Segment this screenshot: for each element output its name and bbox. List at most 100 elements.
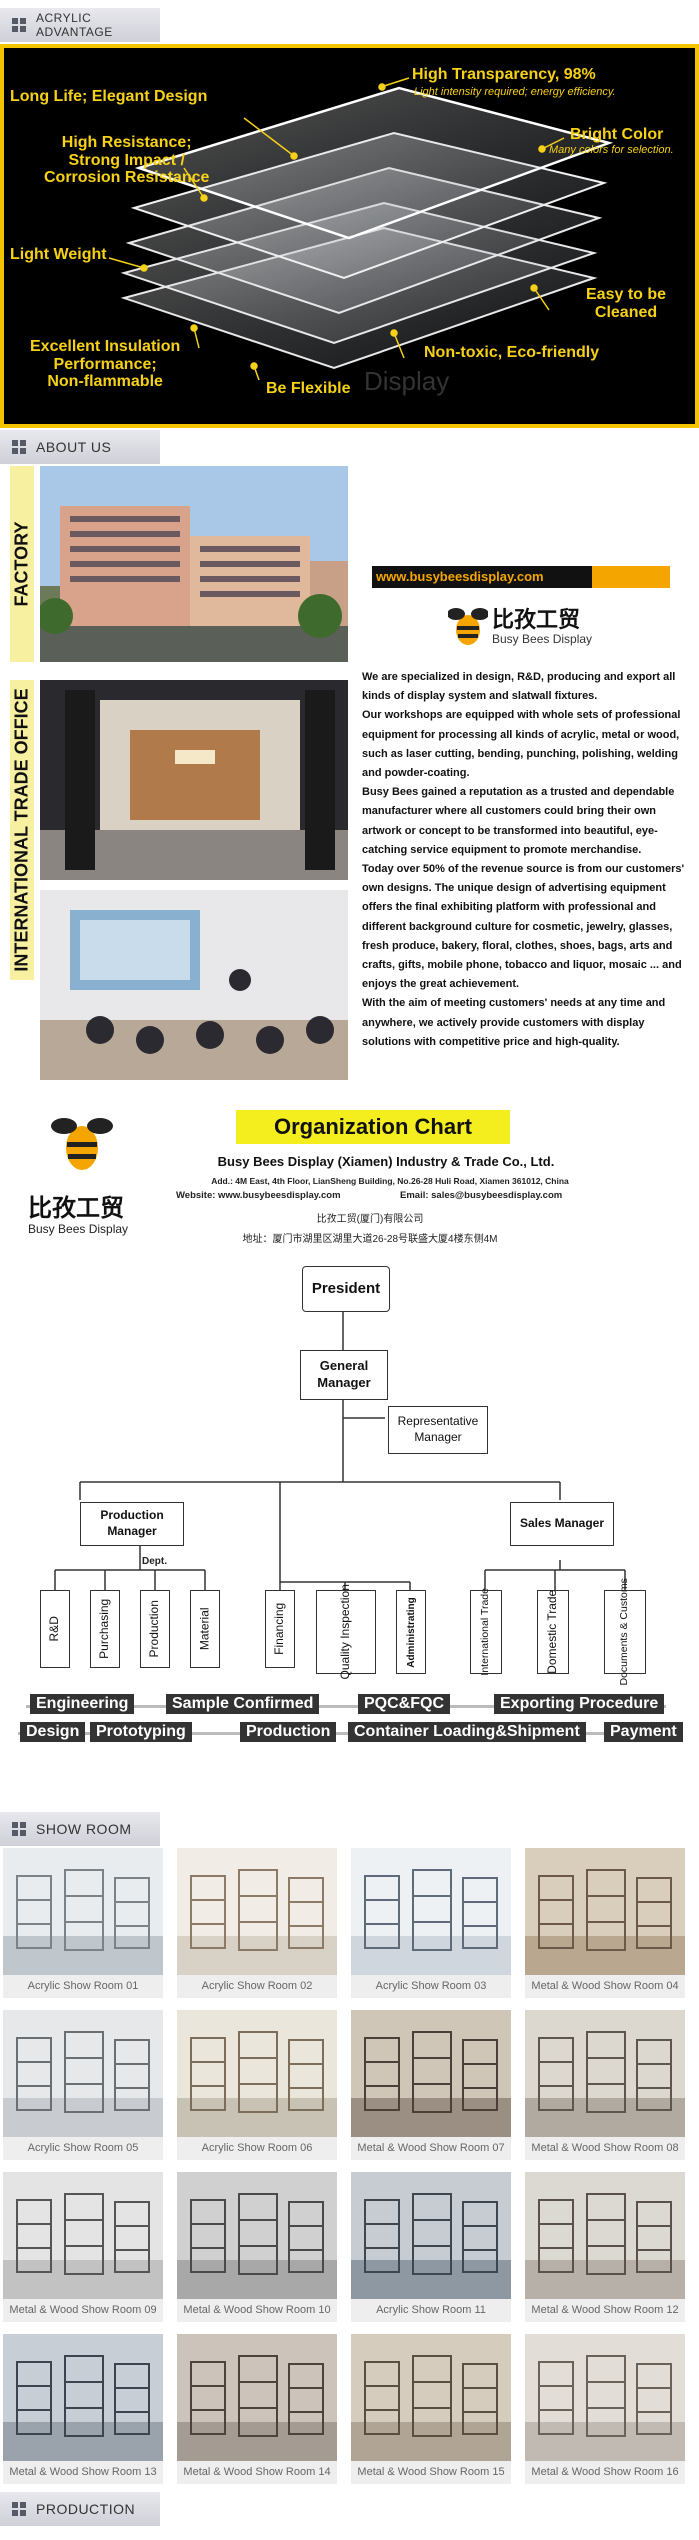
showroom-tile: Metal & Wood Show Room 16	[525, 2334, 685, 2484]
process-pqc-fqc: PQC&FQC	[358, 1694, 450, 1714]
about-paragraph: Today over 50% of the revenue source is …	[362, 863, 685, 991]
acrylic-advantage-banner: High Transparency, 98% Light intensity r…	[0, 44, 699, 428]
showroom-caption: Metal & Wood Show Room 10	[177, 2299, 337, 2322]
showroom-image	[525, 1848, 685, 1975]
office-tag-label: INTERNATIONAL TRADE OFFICE	[11, 688, 32, 972]
showroom-photo	[351, 2172, 511, 2299]
showroom-image	[525, 2172, 685, 2299]
showroom-image	[177, 2334, 337, 2461]
process-container-loading: Container Loading&Shipment	[348, 1722, 586, 1742]
label-line: Excellent Insulation	[30, 338, 181, 355]
label-easy-cleaned: Easy to be Cleaned	[586, 286, 666, 321]
showroom-photo	[351, 2334, 511, 2461]
showroom-photo	[525, 2010, 685, 2137]
acrylic-sheets-illustration	[108, 77, 614, 381]
bee-logo-icon	[448, 608, 488, 645]
grid-icon	[12, 18, 26, 32]
showroom-image	[177, 2010, 337, 2137]
office-meeting-image	[40, 890, 348, 1080]
label-line: Performance;	[53, 355, 157, 373]
showroom-caption: Metal & Wood Show Room 15	[351, 2461, 511, 2484]
section-title: PRODUCTION	[36, 2501, 136, 2517]
showroom-image	[351, 2172, 511, 2299]
showroom-tile: Metal & Wood Show Room 09	[3, 2172, 163, 2322]
dept-label: Production	[147, 1600, 162, 1658]
showroom-image	[525, 2334, 685, 2461]
org-address-cn: 地址：厦门市湖里区湖里大道26-28号联盛大厦4楼东侧4M	[242, 1234, 498, 1245]
showroom-tile: Acrylic Show Room 03	[351, 1848, 511, 1998]
label-line: Easy to be	[586, 286, 667, 303]
label-line: High Resistance;	[61, 134, 192, 151]
dept-label: Quality Inspection	[338, 1584, 353, 1680]
about-logo: 比孜工贸 Busy Bees Display	[448, 600, 598, 656]
grid-icon	[12, 2502, 26, 2516]
factory-tag: FACTORY	[10, 466, 34, 662]
showroom-caption: Acrylic Show Room 03	[351, 1975, 511, 1998]
showroom-tile: Metal & Wood Show Room 14	[177, 2334, 337, 2484]
label-high-resistance: High Resistance; Strong Impact / Corrosi…	[44, 134, 209, 187]
callout-lines	[108, 77, 565, 381]
showroom-image	[3, 2334, 163, 2461]
showroom-tile: Metal & Wood Show Room 12	[525, 2172, 685, 2322]
about-paragraph: Busy Bees gained a reputation as a trust…	[362, 786, 675, 856]
process-exporting-procedure: Exporting Procedure	[494, 1694, 665, 1714]
showroom-photo	[351, 2010, 511, 2137]
org-president: President	[302, 1266, 390, 1312]
office-lobby-photo	[40, 680, 348, 880]
org-general-manager: General Manager	[300, 1350, 388, 1400]
process-design: Design	[20, 1722, 86, 1742]
section-title: ABOUT US	[36, 439, 112, 455]
showroom-image	[3, 2010, 163, 2137]
org-logo: 比孜工贸 Busy Bees Display	[28, 1114, 138, 1244]
showroom-tile: Acrylic Show Room 02	[177, 1848, 337, 1998]
dept-financing: Financing	[265, 1590, 295, 1668]
showroom-photo	[177, 2172, 337, 2299]
org-company-name: Busy Bees Display (Xiamen) Industry & Tr…	[217, 1154, 555, 1169]
showroom-tile: Acrylic Show Room 06	[177, 2010, 337, 2160]
showroom-image	[525, 2010, 685, 2137]
showroom-photo	[351, 1848, 511, 1975]
process-production: Production	[240, 1722, 337, 1742]
showroom-caption: Acrylic Show Room 01	[3, 1975, 163, 1998]
org-logo-cn: 比孜工贸	[28, 1195, 124, 1222]
section-header-acrylic-advantage: ACRYLIC ADVANTAGE	[0, 8, 160, 42]
showroom-image	[177, 2172, 337, 2299]
process-sample-confirmed: Sample Confirmed	[166, 1694, 320, 1714]
showroom-tile: Metal & Wood Show Room 07	[351, 2010, 511, 2160]
showroom-caption: Acrylic Show Room 11	[351, 2299, 511, 2322]
dept-rnd: R&D	[40, 1590, 70, 1668]
showroom-image	[3, 2172, 163, 2299]
about-description: We are specialized in design, R&D, produ…	[362, 668, 696, 1052]
about-paragraph: Our workshops are equipped with whole se…	[362, 709, 681, 780]
showroom-image	[351, 1848, 511, 1975]
dept-production: Production	[140, 1590, 170, 1668]
dept-label: Material	[197, 1607, 212, 1651]
showroom-image	[177, 1848, 337, 1975]
dept-domestic-trade: Domestic Trade	[537, 1590, 569, 1674]
showroom-photo	[3, 2334, 163, 2461]
label-line: Cleaned	[594, 303, 658, 321]
process-engineering: Engineering	[30, 1694, 135, 1714]
label-light-weight: Light Weight	[10, 246, 107, 263]
watermark-text: Display	[364, 366, 450, 396]
org-representative-manager: Representative Manager	[388, 1406, 488, 1454]
label-bright-color-sub: Many colors for selection.	[549, 144, 674, 156]
showroom-caption: Metal & Wood Show Room 13	[3, 2461, 163, 2484]
label-bright-color: Bright Color	[570, 126, 664, 143]
showroom-caption: Metal & Wood Show Room 08	[525, 2137, 685, 2160]
website-bar-text: www.busybeesdisplay.com	[372, 566, 592, 588]
org-logo-en: Busy Bees Display	[28, 1222, 129, 1236]
label-be-flexible: Be Flexible	[266, 380, 351, 397]
label-high-transparency-sub: Light intensity required; energy efficie…	[414, 86, 616, 98]
showroom-photo	[177, 2334, 337, 2461]
about-paragraph: With the aim of meeting customers' needs…	[362, 997, 666, 1048]
showroom-tile: Metal & Wood Show Room 15	[351, 2334, 511, 2484]
process-line	[26, 1705, 666, 1708]
showroom-photo	[525, 1848, 685, 1975]
showroom-caption: Metal & Wood Show Room 07	[351, 2137, 511, 2160]
showroom-photo	[525, 2334, 685, 2461]
dept-label: Domestic Trade	[545, 1589, 560, 1675]
acrylic-sheet-stack	[120, 86, 614, 370]
dept-administrating: Administrating	[396, 1590, 426, 1674]
